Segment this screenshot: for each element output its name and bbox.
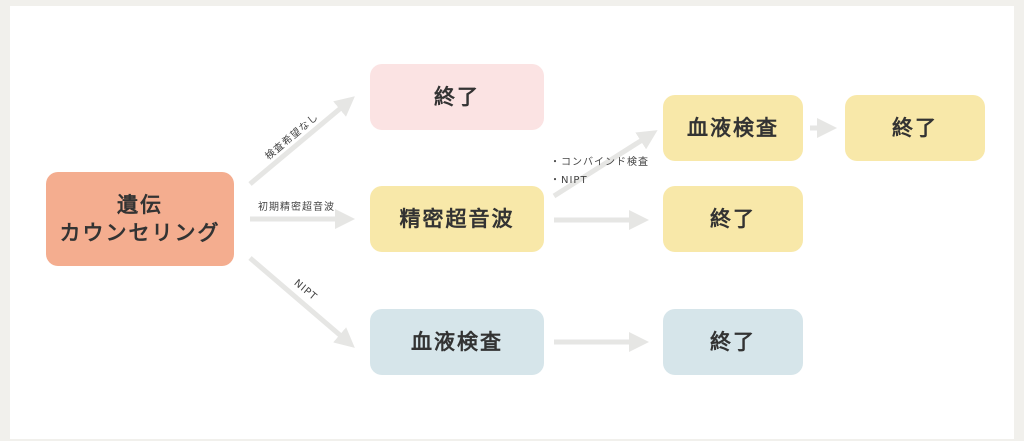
end-middle-label: 終了 — [710, 206, 756, 231]
nipt-upper-label: ・NIPT — [550, 175, 588, 186]
arrow-to-end-top — [248, 96, 355, 186]
combined-test-label: ・コンバインド検査 — [550, 157, 649, 168]
genetic-counseling-line1: 遺伝 — [117, 192, 163, 217]
genetic-counseling-line2: カウンセリング — [59, 221, 221, 245]
end-middle-node: 終了 — [663, 186, 803, 252]
end-top-label: 終了 — [434, 84, 480, 109]
arrow-to-blood-test-upper — [552, 130, 658, 199]
blood-test-lower-node: 血液検査 — [370, 309, 544, 375]
blood-test-upper-label: 血液検査 — [687, 115, 779, 140]
genetic-counseling-node: 遺伝 カウンセリング — [46, 172, 234, 266]
early-ultrasound-label: 初期精密超音波 — [258, 202, 335, 213]
end-bottom-node: 終了 — [663, 309, 803, 375]
flow-arrows — [248, 96, 837, 352]
blood-test-upper-node: 血液検査 — [663, 95, 803, 161]
end-top-node: 終了 — [370, 64, 544, 130]
blood-test-lower-label: 血液検査 — [411, 329, 503, 354]
precise-ultrasound-label: 精密超音波 — [399, 206, 515, 231]
flowchart-canvas: 遺伝 カウンセリング 終了 精密超音波 血液検査 血液検査 終了 終了 終了 検… — [10, 6, 1014, 439]
end-far-right-node: 終了 — [845, 95, 985, 161]
end-far-right-label: 終了 — [892, 115, 938, 140]
precise-ultrasound-node: 精密超音波 — [370, 186, 544, 252]
arrow-to-blood-test-lower — [248, 256, 355, 348]
end-bottom-label: 終了 — [710, 329, 756, 354]
